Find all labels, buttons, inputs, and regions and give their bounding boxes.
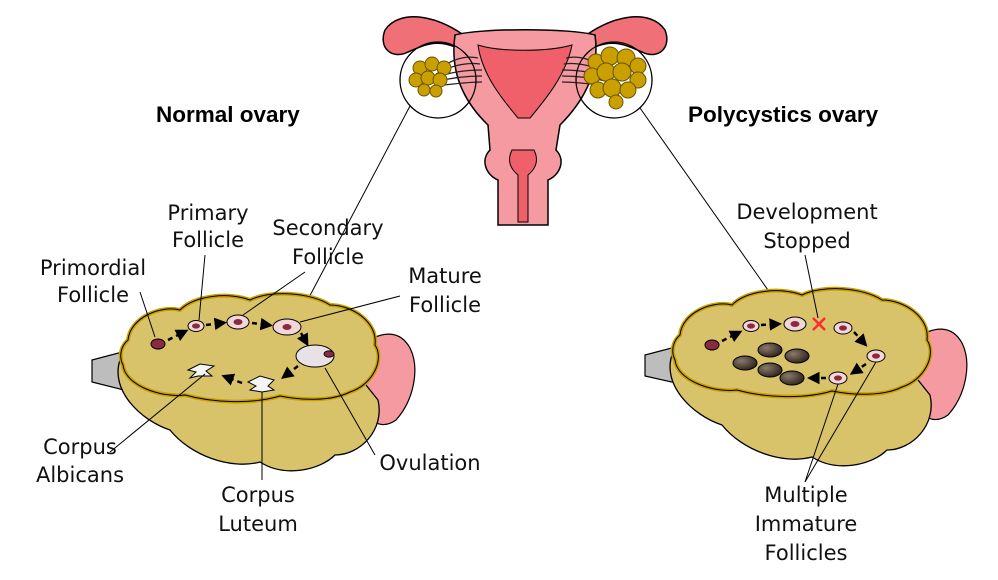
label-ovulation: Ovulation: [379, 451, 480, 475]
polycystic-ovary: [644, 286, 968, 467]
primordial-follicle-mark: [150, 338, 166, 350]
pco-cycle-arrows: [721, 318, 868, 385]
left-small-ovary: [408, 56, 452, 98]
cervical-canal: [509, 149, 537, 223]
uterus-illustration: [382, 16, 668, 226]
cyst-cluster: [732, 342, 810, 386]
label-multiple-immature-follicles: Multiple Immature Follicles: [755, 483, 858, 565]
left-magnifier-circle: [399, 41, 477, 119]
svg-text:Corpus: Corpus: [221, 483, 295, 507]
pco-follicle-1: [704, 339, 720, 351]
svg-text:Follicle: Follicle: [409, 293, 481, 317]
label-corpus-albicans: Corpus Albicans: [36, 435, 124, 487]
label-mature-follicle: Mature Follicle: [408, 264, 482, 317]
normal-ovary: [91, 291, 416, 472]
svg-text:Primary: Primary: [167, 201, 248, 225]
right-fallopian-tube: [579, 16, 668, 57]
title-polycystic-ovary: Polycystics ovary: [688, 102, 879, 127]
svg-text:Follicle: Follicle: [292, 245, 364, 269]
svg-text:Primordial: Primordial: [40, 256, 146, 280]
svg-text:Immature: Immature: [755, 512, 858, 536]
right-small-ovary: [583, 46, 647, 110]
svg-text:Albicans: Albicans: [36, 463, 124, 487]
svg-text:Follicle: Follicle: [57, 283, 129, 307]
title-normal-ovary: Normal ovary: [156, 102, 300, 127]
normal-cycle-arrows: [167, 317, 309, 386]
svg-text:Follicle: Follicle: [172, 228, 244, 252]
label-primordial-follicle: Primordial Follicle: [40, 256, 146, 307]
right-magnifier-circle: [575, 41, 653, 119]
label-primary-follicle: Primary Follicle: [167, 201, 248, 252]
ovulation-mark: [295, 344, 335, 368]
svg-text:Secondary: Secondary: [272, 216, 383, 240]
label-development-stopped: Development Stopped: [736, 200, 877, 253]
svg-text:Development: Development: [736, 200, 877, 224]
label-secondary-follicle: Secondary Follicle: [272, 216, 383, 269]
right-connector-line: [639, 107, 776, 301]
svg-text:Stopped: Stopped: [763, 229, 850, 253]
label-corpus-luteum: Corpus Luteum: [218, 483, 298, 536]
leader-lines: [109, 254, 877, 483]
uterine-cavity: [477, 44, 573, 119]
corpus-albicans-mark: [186, 363, 216, 379]
svg-text:Follicles: Follicles: [765, 541, 848, 565]
corpus-luteum-mark: [246, 375, 276, 393]
svg-text:Multiple: Multiple: [764, 483, 847, 507]
svg-text:Mature: Mature: [408, 264, 482, 288]
svg-text:Luteum: Luteum: [218, 512, 298, 536]
svg-text:Corpus: Corpus: [43, 435, 117, 459]
svg-text:Ovulation: Ovulation: [379, 451, 480, 475]
left-fallopian-tube: [382, 16, 471, 57]
development-stopped-mark: [812, 317, 826, 331]
left-connector-line: [304, 105, 411, 306]
